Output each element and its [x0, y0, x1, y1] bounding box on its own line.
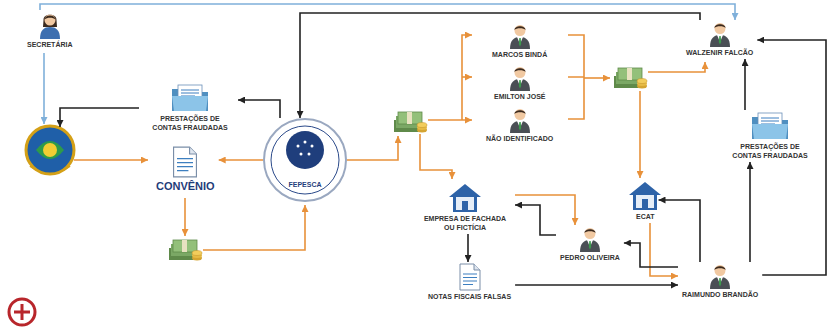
node-label: CONVÊNIO	[155, 179, 216, 193]
document-icon	[460, 264, 480, 290]
money-icon	[394, 112, 427, 133]
connector	[659, 200, 701, 262]
document-node: PRESTAÇÕES DE CONTAS FRAUDADAS	[142, 82, 238, 134]
connector	[219, 159, 263, 161]
connector	[238, 100, 280, 118]
document-node: NOTAS FISCAIS FALSAS	[424, 262, 515, 303]
document-node: PRESTAÇÕES DE CONTAS FRAUDADAS	[722, 110, 818, 162]
node-label: PRESTAÇÕES DE CONTAS FRAUDADAS	[725, 142, 815, 160]
person-node: RAIMUNDO BRANDÃO	[678, 262, 762, 301]
person-icon	[510, 25, 530, 49]
flow-lines	[44, 35, 705, 250]
folder-icon	[172, 85, 208, 111]
emblem	[9, 299, 35, 325]
logo-node: FEPESCA	[263, 118, 347, 202]
company-node: EMPRESA DE FACHADA OU FICTÍCIA	[415, 182, 515, 234]
person-node: SECRETÁRIA	[23, 10, 77, 51]
node-label: MARCOS BINDÁ	[491, 50, 548, 59]
node-label: PEDRO OLIVEIRA	[559, 253, 621, 262]
node-label: SECRETÁRIA	[26, 40, 74, 49]
connector	[650, 223, 678, 276]
person-icon	[580, 228, 600, 252]
node-label: WALZENIR FALCÃO	[685, 48, 754, 57]
connector	[467, 234, 469, 262]
document-icon	[174, 147, 197, 177]
node-label: PRESTAÇÕES DE CONTAS FRAUDADAS	[145, 114, 235, 132]
money-icon	[169, 240, 202, 261]
person-icon	[710, 265, 730, 289]
connector	[515, 284, 678, 286]
person-node: EMILTON JOSÉ	[490, 64, 549, 103]
person-node: WALZENIR FALCÃO	[682, 20, 757, 59]
person-node: MARCOS BINDÁ	[488, 22, 551, 61]
person-icon	[510, 67, 530, 91]
node-label: ECAT	[635, 212, 656, 221]
node-label: NÃO IDENTIFICADO	[485, 134, 554, 143]
document-node: CONVÊNIO	[152, 145, 219, 195]
person-icon	[510, 109, 530, 133]
person-icon	[40, 15, 60, 40]
node-label: EMPRESA DE FACHADA OU FICTÍCIA	[418, 214, 512, 232]
node-label: FEPESCA	[266, 180, 344, 189]
money-icon	[614, 68, 647, 89]
person-node: PEDRO OLIVEIRA	[556, 225, 624, 264]
house-icon	[629, 182, 661, 210]
connector	[40, 4, 735, 20]
node-label: EMILTON JOSÉ	[493, 92, 546, 101]
node-label: NOTAS FISCAIS FALSAS	[427, 292, 512, 301]
person-node: NÃO IDENTIFICADO	[482, 106, 557, 145]
connector	[744, 59, 746, 110]
connector	[515, 205, 556, 235]
node-label: RAIMUNDO BRANDÃO	[681, 290, 759, 299]
folder-icon	[752, 113, 788, 139]
company-node: ECAT	[632, 180, 659, 223]
house-icon	[449, 184, 481, 212]
connector	[515, 195, 575, 225]
person-icon	[710, 23, 730, 47]
fepesca-logo	[264, 119, 346, 201]
connector	[300, 13, 700, 118]
coat-of-arms	[26, 126, 74, 174]
connector	[749, 162, 751, 262]
connector	[624, 243, 678, 267]
